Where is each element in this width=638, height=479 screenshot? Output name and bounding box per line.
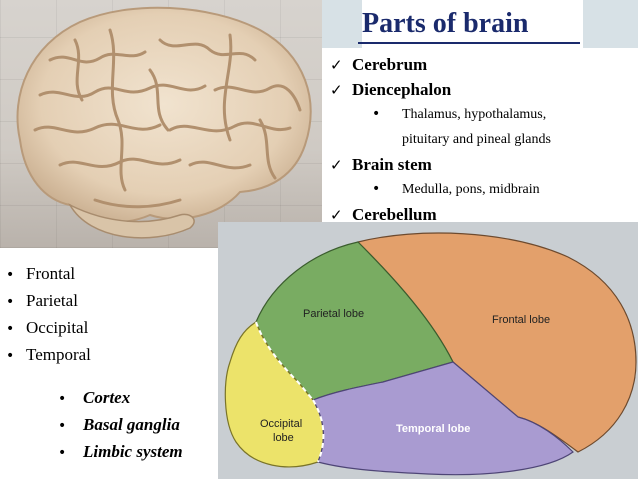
brain-photo xyxy=(16,6,312,239)
lobes-diagram: Parietal lobe Frontal lobe Occipital lob… xyxy=(218,222,638,479)
list-item-brain-stem: ✓ Brain stem xyxy=(330,152,630,177)
region-item-label: Limbic system xyxy=(83,442,183,461)
bullet-icon: • xyxy=(372,106,381,122)
region-item-label: Cortex xyxy=(83,388,131,407)
list-item-cerebrum: ✓ Cerebrum xyxy=(330,52,630,77)
check-icon: ✓ xyxy=(330,56,343,74)
list-item-label: Brain stem xyxy=(352,155,432,174)
temporal-lobe-label: Temporal lobe xyxy=(396,423,471,435)
list-item-label: Cerebellum xyxy=(352,205,437,224)
lobes-panel xyxy=(0,248,218,479)
sub-item-diencephalon-2: pituitary and pineal glands xyxy=(330,127,630,152)
sub-item-diencephalon-1: • Thalamus, hypothalamus, xyxy=(330,102,630,127)
lobe-item-temporal: • Temporal xyxy=(6,341,91,368)
check-icon: ✓ xyxy=(330,156,343,174)
sub-item-brain-stem: • Medulla, pons, midbrain xyxy=(330,177,630,202)
list-item-label: Diencephalon xyxy=(352,80,452,99)
bullet-icon: • xyxy=(6,267,15,283)
region-item-label: Basal ganglia xyxy=(83,415,180,434)
list-item-label: Cerebrum xyxy=(352,55,428,74)
list-item-diencephalon: ✓ Diencephalon xyxy=(330,77,630,102)
region-item-basal-ganglia: • Basal ganglia xyxy=(58,411,183,438)
lobes-list: • Frontal • Parietal • Occipital • Temporal xyxy=(6,260,91,368)
brain-photo-background xyxy=(0,0,322,248)
title-accent-left xyxy=(322,0,362,48)
bullet-icon: • xyxy=(6,294,15,310)
bullet-icon: • xyxy=(6,348,15,364)
slide-title: Parts of brain xyxy=(362,8,529,39)
lobe-item-label: Frontal xyxy=(26,264,76,283)
parts-list: ✓ Cerebrum ✓ Diencephalon • Thalamus, hypot… xyxy=(330,52,630,227)
title-bar xyxy=(322,0,638,48)
occipital-lobe-label-line2: lobe xyxy=(273,432,294,444)
check-icon: ✓ xyxy=(330,206,343,224)
lobe-item-occipital: • Occipital xyxy=(6,314,91,341)
bullet-icon: • xyxy=(58,445,67,461)
lobe-item-label: Temporal xyxy=(26,345,91,364)
sub-item-label: pituitary and pineal glands xyxy=(402,132,551,147)
bullet-icon: • xyxy=(58,418,67,434)
bullet-icon: • xyxy=(372,181,381,197)
regions-list: • Cortex • Basal ganglia • Limbic system xyxy=(58,384,183,465)
occipital-lobe-label-line1: Occipital xyxy=(260,418,303,430)
list-item-cerebellum: ✓ Cerebellum xyxy=(330,202,630,227)
parietal-lobe-label: Parietal lobe xyxy=(303,308,365,320)
bullet-icon: • xyxy=(6,321,15,337)
lobes-diagram-svg xyxy=(218,222,638,479)
lobe-item-frontal: • Frontal xyxy=(6,260,91,287)
title-underline xyxy=(358,42,580,44)
title-accent-right xyxy=(583,0,638,48)
sub-item-label: Thalamus, hypothalamus, xyxy=(402,107,547,122)
region-item-limbic-system: • Limbic system xyxy=(58,438,183,465)
sub-item-label: Medulla, pons, midbrain xyxy=(402,182,540,197)
check-icon: ✓ xyxy=(330,81,343,99)
region-item-cortex: • Cortex xyxy=(58,384,183,411)
bullet-icon: • xyxy=(58,391,67,407)
frontal-lobe-label: Frontal lobe xyxy=(492,314,551,326)
lobe-item-label: Parietal xyxy=(26,291,78,310)
occipital-lobe-shape xyxy=(224,321,324,468)
lobe-item-label: Occipital xyxy=(26,318,89,337)
lobe-item-parietal: • Parietal xyxy=(6,287,91,314)
